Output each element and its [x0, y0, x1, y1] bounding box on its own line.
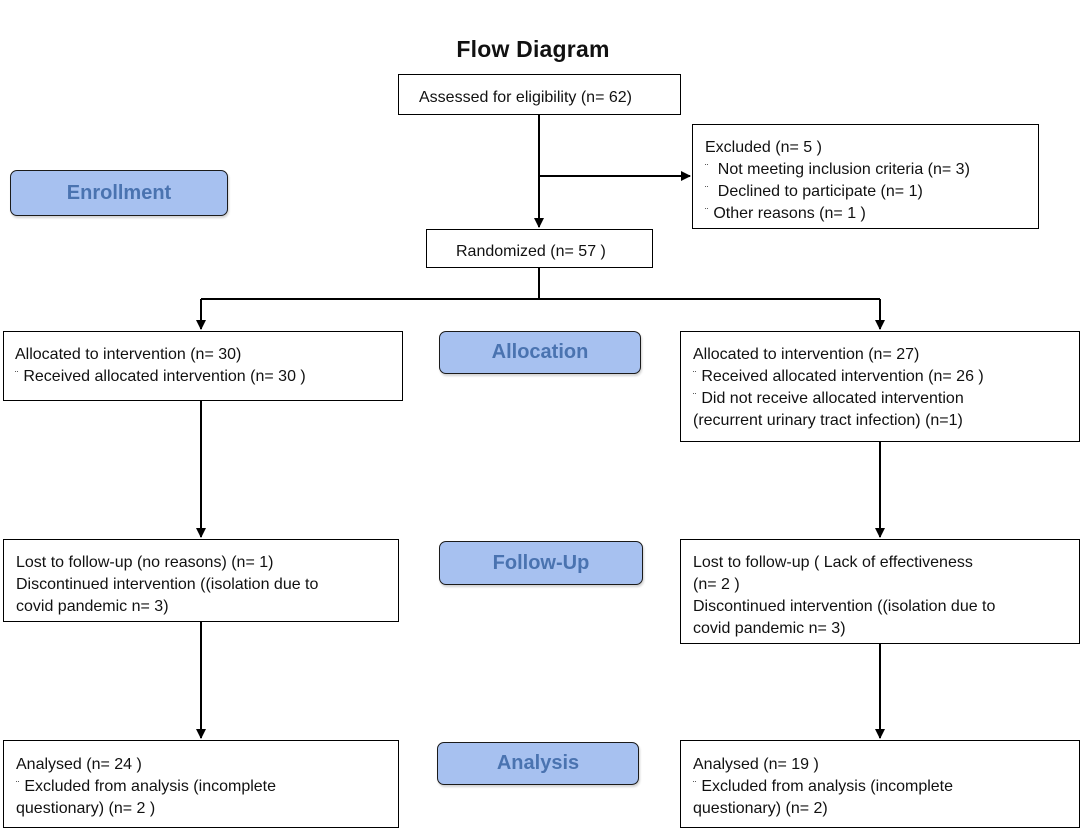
- bullet-icon: ¨: [705, 185, 709, 196]
- right-allocation-heading: Allocated to intervention (n= 27): [693, 346, 920, 363]
- excluded-item-text: Not meeting inclusion criteria (n= 3): [713, 161, 970, 178]
- stage-enrollment: Enrollment: [10, 170, 228, 216]
- left-analysis-box: Analysed (n= 24 ) ¨ Excluded from analysi…: [3, 740, 399, 828]
- bullet-icon: ¨: [693, 392, 697, 403]
- excluded-item: ¨ Declined to participate (n= 1): [705, 181, 1030, 203]
- left-analysis-item: ¨ Excluded from analysis (incomplete: [16, 776, 390, 798]
- bullet-icon: ¨: [705, 163, 709, 174]
- right-analysis-heading: Analysed (n= 19 ): [693, 756, 819, 773]
- left-allocation-heading: Allocated to intervention (n= 30): [15, 346, 242, 363]
- excluded-item-text: Other reasons (n= 1 ): [713, 205, 866, 222]
- left-analysis-item-text: Excluded from analysis (incomplete: [24, 778, 277, 795]
- stage-analysis: Analysis: [437, 742, 639, 785]
- randomized-box: Randomized (n= 57 ): [426, 229, 653, 268]
- right-follow-up-line: Discontinued intervention ((isolation du…: [693, 598, 996, 615]
- stage-follow-up-label: Follow-Up: [492, 551, 590, 574]
- left-allocation-item-text: Received allocated intervention (n= 30 ): [23, 368, 306, 385]
- right-allocation-item: ¨ Received allocated intervention (n= 26 …: [693, 366, 1071, 388]
- bullet-icon: ¨: [15, 370, 19, 381]
- left-analysis-heading: Analysed (n= 24 ): [16, 756, 142, 773]
- excluded-box: Excluded (n= 5 ) ¨ Not meeting inclusion…: [692, 124, 1039, 229]
- stage-allocation: Allocation: [439, 331, 641, 374]
- right-allocation-item-continued: (recurrent urinary tract infection) (n=1…: [693, 412, 963, 429]
- excluded-heading: Excluded (n= 5 ): [705, 139, 822, 156]
- excluded-item: ¨ Other reasons (n= 1 ): [705, 203, 1030, 225]
- bullet-icon: ¨: [693, 780, 697, 791]
- right-allocation-item-text: Did not receive allocated intervention: [701, 390, 964, 407]
- stage-allocation-label: Allocation: [491, 341, 589, 363]
- bullet-icon: ¨: [693, 370, 697, 381]
- left-allocation-item: ¨ Received allocated intervention (n= 30 …: [15, 366, 394, 388]
- left-follow-up-line: covid pandemic n= 3): [16, 598, 169, 615]
- assessed-text: Assessed for eligibility (n= 62): [419, 89, 632, 106]
- diagram-title: Flow Diagram: [456, 36, 610, 62]
- bullet-icon: ¨: [705, 207, 709, 218]
- stage-enrollment-label: Enrollment: [66, 181, 172, 204]
- right-follow-up-box: Lost to follow-up ( Lack of effectivenes…: [680, 539, 1080, 644]
- right-follow-up-line: (n= 2 ): [693, 576, 740, 593]
- right-allocation-box: Allocated to intervention (n= 27) ¨ Recei…: [680, 331, 1080, 442]
- right-allocation-item-text: Received allocated intervention (n= 26 ): [701, 368, 984, 385]
- left-analysis-item-continued: questionary) (n= 2 ): [16, 800, 156, 817]
- left-follow-up-line: Discontinued intervention ((isolation du…: [16, 576, 319, 593]
- assessed-box: Assessed for eligibility (n= 62): [398, 74, 681, 115]
- randomized-text: Randomized (n= 57 ): [456, 243, 606, 260]
- left-follow-up-line: Lost to follow-up (no reasons) (n= 1): [16, 554, 274, 571]
- right-analysis-item-text: Excluded from analysis (incomplete: [701, 778, 954, 795]
- right-analysis-item: ¨ Excluded from analysis (incomplete: [693, 776, 1071, 798]
- stage-analysis-label: Analysis: [496, 752, 580, 774]
- bullet-icon: ¨: [16, 780, 20, 791]
- stage-follow-up: Follow-Up: [439, 541, 643, 585]
- excluded-item-text: Declined to participate (n= 1): [713, 183, 923, 200]
- excluded-item: ¨ Not meeting inclusion criteria (n= 3): [705, 159, 1030, 181]
- right-analysis-box: Analysed (n= 19 ) ¨ Excluded from analysi…: [680, 740, 1080, 828]
- right-analysis-item-continued: questionary) (n= 2): [693, 800, 828, 817]
- left-follow-up-box: Lost to follow-up (no reasons) (n= 1) Di…: [3, 539, 399, 622]
- right-follow-up-line: covid pandemic n= 3): [693, 620, 846, 637]
- right-allocation-item: ¨ Did not receive allocated intervention: [693, 388, 1071, 410]
- left-allocation-box: Allocated to intervention (n= 30) ¨ Recei…: [3, 331, 403, 401]
- right-follow-up-line: Lost to follow-up ( Lack of effectivenes…: [693, 554, 973, 571]
